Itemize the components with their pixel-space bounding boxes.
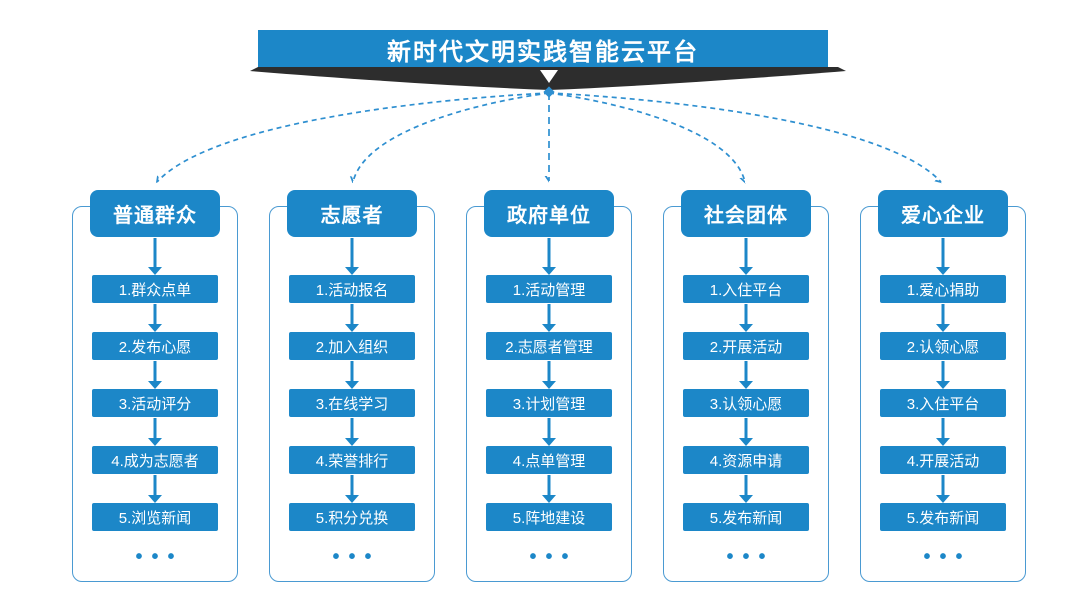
ellipsis-dots: ••• bbox=[923, 546, 972, 568]
step-item: 5.浏览新闻 bbox=[92, 503, 218, 531]
banner-ribbon-graphic bbox=[250, 67, 846, 97]
arrow-down-icon bbox=[147, 417, 163, 446]
column-header: 普通群众 bbox=[90, 190, 220, 237]
step-item: 3.认领心愿 bbox=[683, 389, 809, 417]
column-header: 社会团体 bbox=[681, 190, 811, 237]
column-volunteers: 志愿者 1.活动报名 2.加入组织 3.在线学习 4.荣誉排行 5.积分兑换 •… bbox=[269, 190, 435, 590]
arrow-down-icon bbox=[344, 237, 360, 275]
step-item: 1.爱心捐助 bbox=[880, 275, 1006, 303]
step-item: 5.积分兑换 bbox=[289, 503, 415, 531]
step-item: 4.资源申请 bbox=[683, 446, 809, 474]
arrow-down-icon bbox=[344, 303, 360, 332]
column-general-public: 普通群众 1.群众点单 2.发布心愿 3.活动评分 4.成为志愿者 5.浏览新闻… bbox=[72, 190, 238, 590]
column-header: 爱心企业 bbox=[878, 190, 1008, 237]
arrow-down-icon bbox=[935, 237, 951, 275]
step-item: 2.发布心愿 bbox=[92, 332, 218, 360]
arrow-down-icon bbox=[738, 237, 754, 275]
ellipsis-dots: ••• bbox=[726, 546, 775, 568]
step-item: 4.点单管理 bbox=[486, 446, 612, 474]
step-item: 3.计划管理 bbox=[486, 389, 612, 417]
down-triangle-icon bbox=[540, 70, 558, 83]
arrow-down-icon bbox=[147, 237, 163, 275]
ellipsis-dots: ••• bbox=[135, 546, 184, 568]
step-item: 5.阵地建设 bbox=[486, 503, 612, 531]
step-item: 3.入住平台 bbox=[880, 389, 1006, 417]
step-item: 4.荣誉排行 bbox=[289, 446, 415, 474]
step-item: 5.发布新闻 bbox=[683, 503, 809, 531]
step-item: 3.在线学习 bbox=[289, 389, 415, 417]
column-header: 志愿者 bbox=[287, 190, 417, 237]
arrow-down-icon bbox=[935, 417, 951, 446]
arrow-down-icon bbox=[738, 303, 754, 332]
ellipsis-dots: ••• bbox=[529, 546, 578, 568]
arrow-down-icon bbox=[147, 474, 163, 503]
arrow-down-icon bbox=[541, 474, 557, 503]
column-header: 政府单位 bbox=[484, 190, 614, 237]
connector-to-column-2 bbox=[353, 92, 550, 182]
arrow-down-icon bbox=[541, 417, 557, 446]
column-caring-enterprises: 爱心企业 1.爱心捐助 2.认领心愿 3.入住平台 4.开展活动 5.发布新闻 … bbox=[860, 190, 1026, 590]
arrow-down-icon bbox=[344, 417, 360, 446]
step-item: 1.活动报名 bbox=[289, 275, 415, 303]
arrow-down-icon bbox=[541, 303, 557, 332]
connector-to-column-1 bbox=[157, 92, 550, 182]
step-item: 5.发布新闻 bbox=[880, 503, 1006, 531]
arrow-down-icon bbox=[541, 360, 557, 389]
step-item: 4.成为志愿者 bbox=[92, 446, 218, 474]
connector-to-column-5 bbox=[548, 92, 941, 182]
fan-connector-arrows bbox=[0, 92, 1080, 200]
platform-title-banner: 新时代文明实践智能云平台 bbox=[258, 30, 828, 68]
step-item: 2.志愿者管理 bbox=[486, 332, 612, 360]
arrow-down-icon bbox=[344, 474, 360, 503]
column-government-units: 政府单位 1.活动管理 2.志愿者管理 3.计划管理 4.点单管理 5.阵地建设… bbox=[466, 190, 632, 590]
arrow-down-icon bbox=[738, 360, 754, 389]
step-item: 1.群众点单 bbox=[92, 275, 218, 303]
arrow-down-icon bbox=[541, 237, 557, 275]
arrow-down-icon bbox=[147, 303, 163, 332]
arrow-down-icon bbox=[738, 417, 754, 446]
arrow-down-icon bbox=[344, 360, 360, 389]
step-item: 2.认领心愿 bbox=[880, 332, 1006, 360]
ellipsis-dots: ••• bbox=[332, 546, 381, 568]
column-social-organizations: 社会团体 1.入住平台 2.开展活动 3.认领心愿 4.资源申请 5.发布新闻 … bbox=[663, 190, 829, 590]
arrow-down-icon bbox=[935, 303, 951, 332]
step-item: 1.入住平台 bbox=[683, 275, 809, 303]
step-item: 2.加入组织 bbox=[289, 332, 415, 360]
connector-to-column-4 bbox=[548, 92, 745, 182]
step-item: 2.开展活动 bbox=[683, 332, 809, 360]
step-item: 3.活动评分 bbox=[92, 389, 218, 417]
arrow-down-icon bbox=[147, 360, 163, 389]
arrow-down-icon bbox=[935, 360, 951, 389]
step-item: 4.开展活动 bbox=[880, 446, 1006, 474]
arrow-down-icon bbox=[738, 474, 754, 503]
step-item: 1.活动管理 bbox=[486, 275, 612, 303]
arrow-down-icon bbox=[935, 474, 951, 503]
